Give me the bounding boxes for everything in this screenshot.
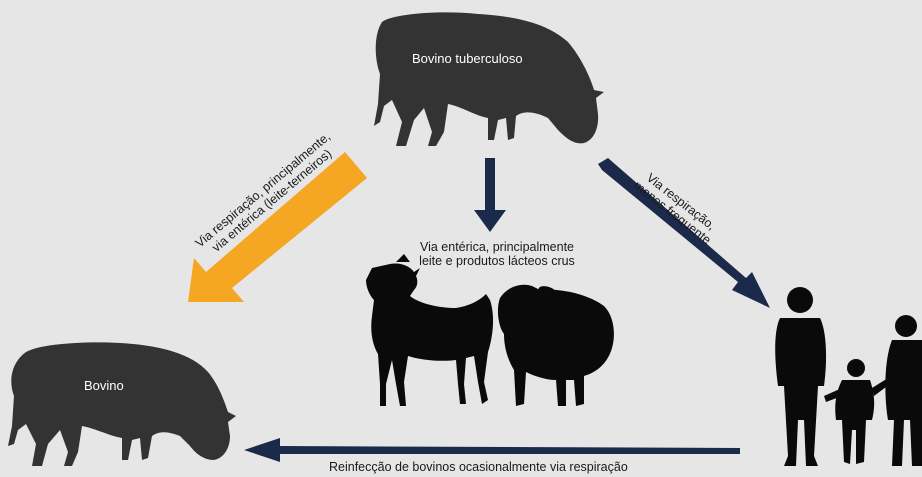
label-cattle-to-humans: Via respiração, menos frequente — [631, 171, 718, 248]
label-cattle-to-goats-sheep-line1: Via entérica, principalmente — [419, 240, 575, 254]
node-cattle: Bovino — [84, 378, 124, 393]
label-cattle-to-goats-sheep-line2: leite e produtos lácteos crus — [419, 254, 575, 268]
sheep-silhouette — [497, 284, 614, 406]
humans-silhouette — [775, 287, 922, 466]
navy-arrow-diagonal — [598, 158, 770, 308]
label-humans-to-cattle: Reinfecção de bovinos ocasionalmente via… — [329, 460, 628, 474]
node-tuberculous-cattle: Bovino tuberculoso — [412, 51, 523, 66]
label-cattle-to-goats-sheep: Via entérica, principalmente leite e pro… — [402, 240, 592, 268]
cattle-silhouette — [8, 342, 236, 466]
tuberculous-cattle-silhouette — [374, 12, 604, 146]
navy-arrow-down — [474, 158, 506, 232]
goat-silhouette — [366, 254, 494, 406]
navy-arrow-left — [244, 438, 740, 462]
orange-arrow — [188, 152, 367, 302]
